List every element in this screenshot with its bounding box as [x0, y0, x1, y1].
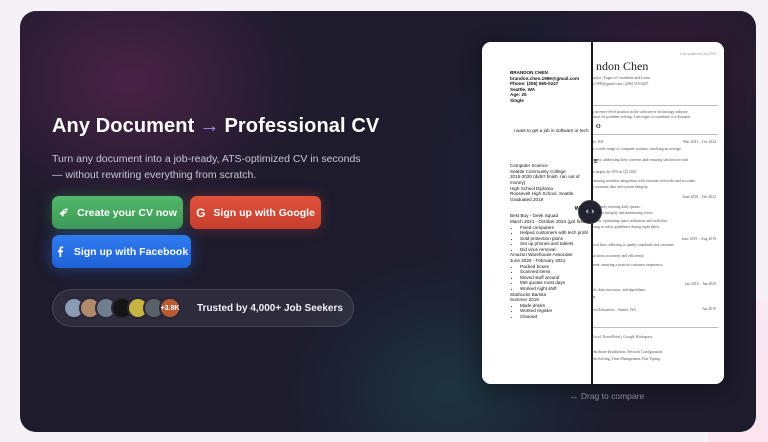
cv-skills-line: Hardware Installation, Network Configura… [592, 350, 663, 354]
trust-badge: +3.9K Trusted by 4,000+ Job Seekers [52, 289, 354, 327]
cv-raw-document: BRANDON CHEN brandon.chen.1999@gmail.com… [482, 42, 592, 384]
facebook-signup-button[interactable]: Sign up with Facebook [52, 235, 191, 268]
raw-job-bullet: Did virus removal [520, 247, 592, 253]
raw-phone: Phone: (206) 555-0247 [510, 81, 559, 87]
raw-city: Seattle, WA [510, 86, 536, 92]
raw-education-line: Graduated 2019 [510, 196, 544, 202]
cv-professional-document: Last updated in Jan 2025 ndon Chen nalys… [592, 42, 724, 384]
raw-education-line: High School Diploma [510, 185, 553, 191]
cv-section-heading: O [596, 124, 601, 130]
raw-objective: I want to get a job in software or tech [513, 127, 589, 133]
raw-job-bullet: Worked night shift [520, 286, 592, 292]
cv-line: ss a wide range of computer systems, res… [592, 147, 681, 151]
cv-date: June 2020 – Feb 2023 [682, 195, 716, 199]
cv-line: food base, adhering to quality standards… [592, 243, 674, 247]
cv-line: gs. [592, 295, 597, 299]
raw-job-bullet: Made drinks [520, 303, 592, 309]
compare-drag-handle[interactable]: ‹› [578, 200, 602, 224]
cv-tagline: nalyst | Eager to Contribute and Learn [592, 76, 650, 80]
cv-updated-date: Last updated in Jan 2025 [680, 52, 716, 56]
raw-education-line: Roosevelt High School, Seattle [510, 191, 574, 197]
cv-summary-line: g an entry-level position in the softwar… [592, 110, 688, 114]
raw-education-line: 2016-2020 (didn't finish, ran out of mon… [510, 174, 580, 185]
cv-summary-line: nsion for problem-solving. I am eager to… [592, 115, 691, 119]
cv-date: Jan 2016 – Jan 2020 [684, 282, 716, 286]
cv-contact: n.1999@gmail.com | (206) 555-0247 [592, 82, 649, 86]
cv-line: omers, addressing their concerns and ens… [592, 158, 689, 162]
raw-job-dates: Summer 2019 [510, 297, 539, 303]
rocket-icon [58, 207, 69, 218]
cv-line: extremely meeting daily quotas. [592, 205, 641, 209]
cv-line: g customer data and system integrity. [592, 185, 649, 189]
raw-name: BRANDON CHEN [510, 70, 548, 75]
user-count-badge: +3.9K [159, 297, 181, 319]
raw-job-bullet: Fixed computers [520, 225, 592, 231]
cv-date: June 2019 – Aug 2019 [681, 237, 716, 241]
cv-line: ols, data structures, and algorithms. [592, 288, 646, 292]
cv-name: ndon Chen [596, 59, 649, 73]
create-cv-button[interactable]: Create your CV now [52, 196, 183, 229]
raw-education-line: Computer Science [510, 163, 548, 169]
google-icon: G [196, 205, 206, 220]
raw-job-bullet: Sold protection plans [520, 236, 592, 242]
cv-line: ering to safety guidelines during night … [592, 225, 661, 229]
create-cv-label: Create your CV now [77, 206, 177, 219]
raw-job-bullet: Worked register [520, 308, 592, 314]
raw-job-bullet: Set up phones and tablets [520, 241, 592, 247]
headline-end: Professional CV [224, 115, 380, 137]
raw-job-dates: March 2021 - October 2024 (got fired fo [510, 218, 591, 224]
avatar-stack: +3.9K [63, 297, 181, 319]
cv-line: ations, optimizing space utilization and… [592, 219, 668, 223]
cv-line: ment, ensuring a positive customer exper… [592, 263, 664, 267]
cv-section-heading: E [594, 159, 599, 165]
cv-date: Jun 2019 [702, 307, 716, 311]
facebook-icon [55, 246, 66, 257]
raw-job-title: Best Buy - Geek Squad [510, 213, 559, 219]
raw-job-bullet: Met quotas most days [520, 280, 592, 286]
cv-date: Mar 2021 – Oct 2024 [683, 140, 716, 144]
raw-email: brandon.chen.1999@gmail.com [510, 75, 580, 81]
page-title: Any Document→Professional CV [52, 115, 379, 138]
google-signup-button[interactable]: G Sign up with Google [190, 196, 321, 229]
hero-subtext: Turn any document into a job-ready, ATS-… [52, 153, 361, 181]
drag-to-compare-hint: ↔ Drag to compare [570, 391, 645, 401]
cv-location: tle, WA [592, 140, 604, 144]
raw-job-bullet: Cleaned [520, 314, 592, 320]
cv-compare-preview[interactable]: Last updated in Jan 2025 ndon Chen nalys… [482, 42, 724, 384]
raw-job-title: Amazon Warehouse Associate [510, 252, 573, 258]
raw-age: Age: 25 [510, 92, 527, 98]
arrow-icon: → [199, 115, 220, 137]
cv-line: ing data integrity and minimizing errors… [592, 211, 654, 215]
hero-panel: Any Document→Professional CV Turn any do… [20, 11, 756, 432]
raw-status: Single [510, 97, 524, 103]
divider [592, 327, 718, 328]
divider [592, 105, 718, 106]
raw-job-title: Starbucks Barista [510, 291, 546, 297]
facebook-signup-label: Sign up with Facebook [73, 245, 189, 258]
raw-job-bullet: Moved stuff around [520, 275, 592, 281]
code-icon: ‹› [584, 207, 596, 217]
cv-line: le targets by 10% in Q3 2023 [592, 170, 637, 174]
google-signup-label: Sign up with Google [213, 206, 315, 219]
divider [592, 134, 718, 135]
headline-start: Any Document [52, 115, 195, 137]
raw-job-bullet: Helped customers with tech probl [520, 230, 592, 236]
trust-label: Trusted by 4,000+ Job Seekers [197, 302, 343, 314]
raw-education-line: Seattle Community College [510, 168, 566, 174]
raw-job-bullet: Packed boxes [520, 264, 592, 270]
cv-line: sactions accurately and efficiently. [592, 254, 645, 258]
cv-skills-line: Excel, PowerPoint), Google Workspace [592, 335, 653, 339]
raw-job-bullet: Scanned items [520, 269, 592, 275]
cv-school: eral Education – Seattle, WA [592, 308, 636, 312]
cv-skills-line: em-Solving, Time Management, Fast Typing [592, 357, 661, 361]
cv-line: ensuring seamless integration with custo… [592, 179, 696, 183]
raw-job-dates: June 2020 - February 2021 [510, 258, 566, 264]
